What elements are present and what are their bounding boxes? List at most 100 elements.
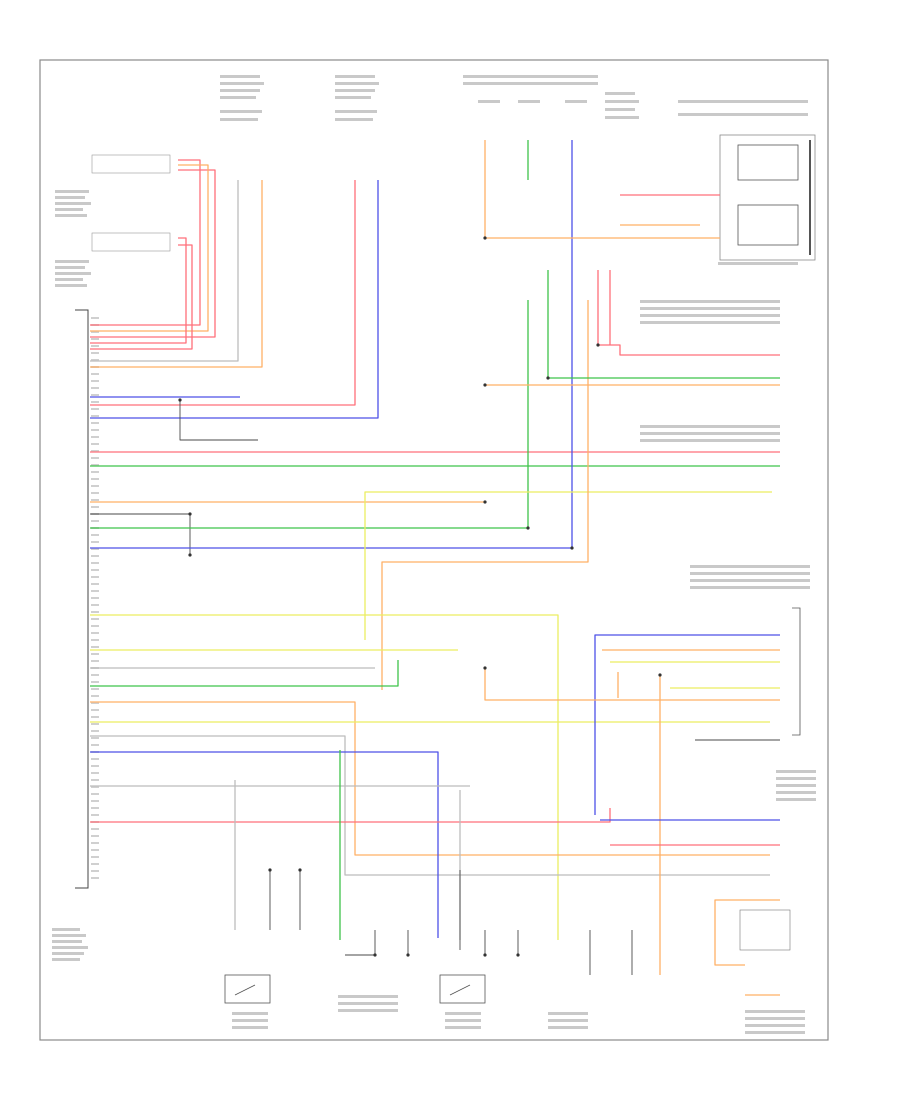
module-pin-stub (91, 730, 99, 732)
wire-orange-19 (381, 300, 589, 690)
module-pin-stub (91, 765, 99, 767)
module-pin-stub (91, 618, 99, 620)
module-pin-stub (91, 429, 99, 431)
module-pin-stub (91, 590, 99, 592)
wire-yellow-20 (90, 614, 559, 940)
module-pin-stub (91, 849, 99, 851)
splice-dot-1 (483, 236, 487, 240)
module-pin-stub (91, 499, 99, 501)
module-pin-stub (91, 331, 99, 333)
module-pin-stub (91, 415, 99, 417)
wire-yellow-18 (364, 491, 772, 640)
module-pin-stub (91, 352, 99, 354)
splice-dot-3 (483, 500, 487, 504)
top-component-headers (220, 75, 808, 121)
splice-dot-9 (188, 553, 192, 557)
module-pin-stub (91, 520, 99, 522)
splice-dot-15 (483, 953, 487, 957)
module-pin-stub (91, 506, 99, 508)
module-pin-stub (91, 345, 99, 347)
module-pin-stub (91, 387, 99, 389)
wire-red-1 (90, 159, 201, 326)
module-pin-stub (91, 576, 99, 578)
module-pin-stub (91, 492, 99, 494)
wire-dark-15 (90, 513, 191, 555)
module-pin-stub (91, 702, 99, 704)
module-pin-stub (91, 359, 99, 361)
wire-dark-11 (179, 400, 258, 441)
module-pin-stub (91, 653, 99, 655)
splice-dot-8 (188, 512, 192, 516)
wire-orange-7 (90, 180, 263, 368)
instrument-cluster (718, 134, 816, 265)
main-module-label (52, 928, 88, 961)
module-pin-stub (91, 863, 99, 865)
splice-dot-14 (406, 953, 410, 957)
module-pin-stub (91, 716, 99, 718)
module-pin-stub (91, 450, 99, 452)
wire-orange-3 (90, 164, 209, 332)
module-pin-stub (91, 471, 99, 473)
module-pin-stub (91, 373, 99, 375)
module-pin-stub (91, 779, 99, 781)
module-pin-stub (91, 786, 99, 788)
module-pin-stub (91, 814, 99, 816)
module-pin-stub (91, 548, 99, 550)
wire-gray-6 (90, 180, 239, 362)
left-door-connector-blocks (55, 154, 171, 287)
module-pin-stub (91, 604, 99, 606)
wire-green-23 (90, 660, 399, 687)
module-pin-stub (91, 485, 99, 487)
module-pin-stub (91, 541, 99, 543)
module-pin-stub (91, 695, 99, 697)
module-pin-stub (91, 674, 99, 676)
splice-dot-16 (516, 953, 520, 957)
module-pin-stub (91, 709, 99, 711)
wires (90, 140, 780, 996)
module-pin-stub (91, 443, 99, 445)
main-module-pin-stubs (91, 317, 99, 879)
module-pin-stub (91, 723, 99, 725)
module-pin-stub (91, 457, 99, 459)
wire-orange-32 (484, 140, 720, 239)
splice-points (178, 236, 662, 957)
splice-dot-5 (526, 526, 530, 530)
module-pin-stub (91, 828, 99, 830)
module-pin-stub (91, 422, 99, 424)
splice-dot-18 (268, 868, 272, 872)
module-pin-stub (91, 338, 99, 340)
wire-blue-27 (90, 751, 439, 938)
module-pin-stub (91, 835, 99, 837)
wire-orange-49 (714, 899, 780, 966)
splice-dot-4 (483, 666, 487, 670)
module-pin-stub (91, 317, 99, 319)
module-pin-stub (91, 737, 99, 739)
module-pin-stub (91, 597, 99, 599)
module-pin-stub (91, 408, 99, 410)
splice-dot-7 (178, 398, 182, 402)
wire-red-8 (90, 180, 356, 406)
wire-red-5 (90, 244, 193, 350)
splice-dot-11 (546, 376, 550, 380)
wire-red-2 (90, 169, 216, 338)
module-pin-stub (91, 800, 99, 802)
wire-green-16 (90, 300, 529, 529)
module-pin-stub (91, 555, 99, 557)
wire-red-29 (90, 808, 611, 823)
wire-blue-9 (90, 180, 379, 419)
module-pin-stub (91, 464, 99, 466)
wire-red-37 (597, 270, 780, 356)
splice-dot-6 (570, 546, 574, 550)
module-pin-stub (91, 660, 99, 662)
wire-gray-26 (90, 735, 770, 876)
wire-orange-24 (90, 701, 770, 856)
module-pin-stub (91, 534, 99, 536)
module-pin-stub (91, 569, 99, 571)
module-pin-stub (91, 562, 99, 564)
module-pin-stub (91, 625, 99, 627)
module-pin-stub (91, 380, 99, 382)
module-pin-stub (91, 639, 99, 641)
module-pin-stub (91, 856, 99, 858)
module-pin-stub (91, 681, 99, 683)
